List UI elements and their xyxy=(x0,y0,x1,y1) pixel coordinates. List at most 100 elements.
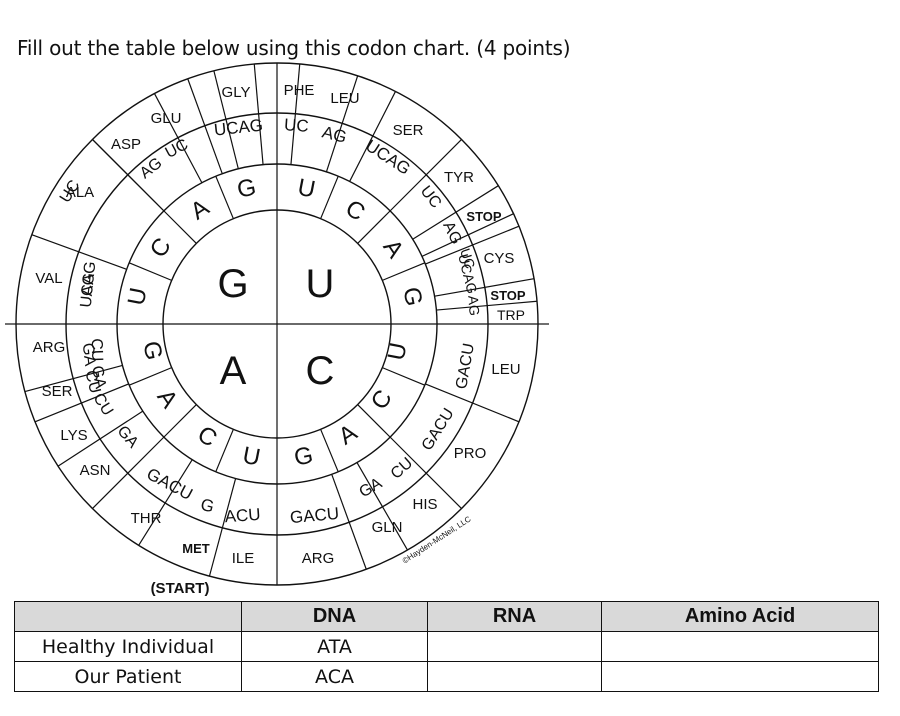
third-base-group: UCAG xyxy=(213,116,264,140)
third-base-group: GACU xyxy=(419,406,458,454)
second-base-label: G xyxy=(397,285,427,308)
dna-header: DNA xyxy=(241,601,428,632)
third-base-group: GA xyxy=(88,364,109,390)
first-base-label: G xyxy=(217,262,248,306)
amino-acid-label: GLN xyxy=(372,519,403,536)
amino-acid-label: MET xyxy=(182,541,210,556)
amino-acid-label: STOP xyxy=(490,288,525,303)
amino-acid-label: PHE xyxy=(284,82,315,99)
amino-acid-label: ASP xyxy=(111,136,141,153)
third-base-group: AG xyxy=(465,295,482,316)
header-label-cell xyxy=(14,601,242,632)
start-label: (START) xyxy=(151,580,210,597)
amino-ring xyxy=(65,112,489,536)
third-base-group: ACU xyxy=(224,505,261,526)
dna-cell: ACA xyxy=(241,661,428,692)
second-base-label: A xyxy=(186,194,214,225)
copyright-label: ©Hayden-McNeil, LLC xyxy=(401,514,473,565)
second-base-label: U xyxy=(240,442,262,472)
third-base-group: UC xyxy=(283,115,309,136)
row-label-patient: Our Patient xyxy=(14,661,242,692)
third-base-group: UC xyxy=(417,183,445,212)
dna-cell: ATA xyxy=(241,631,428,662)
second-base-divider xyxy=(128,367,172,386)
amino-acid-label: GLU xyxy=(151,110,182,127)
second-base-label: G xyxy=(137,339,167,362)
amino-acid-label: ARG xyxy=(33,339,66,356)
third-base-group: GACU xyxy=(453,342,478,390)
amino-acid-label: GLY xyxy=(222,84,251,101)
second-base-label: C xyxy=(145,233,177,262)
second-base-label: G xyxy=(292,442,315,472)
table-row: Healthy Individual ATA xyxy=(14,631,879,662)
amino-acid-label: SER xyxy=(393,122,424,139)
amino-acid-label: LYS xyxy=(60,427,87,444)
amino-acid-label: HIS xyxy=(412,496,437,513)
table-header-row: DNA RNA Amino Acid xyxy=(14,601,879,632)
amino-acid-label: LEU xyxy=(330,90,359,107)
outer-ring xyxy=(15,62,539,586)
third-base-group: UC xyxy=(457,246,478,270)
third-base-group: AG xyxy=(439,219,464,247)
third-base-group: CU xyxy=(88,338,106,362)
third-base-group: GACU xyxy=(289,504,340,527)
second-base-label: U xyxy=(295,174,317,204)
amino-acid-cell[interactable] xyxy=(601,661,879,692)
first-base-label: C xyxy=(306,349,335,393)
second-base-divider xyxy=(382,262,426,281)
second-base-label: U xyxy=(383,340,413,362)
second-base-label: C xyxy=(340,195,369,227)
rna-header: RNA xyxy=(427,601,602,632)
rna-cell[interactable] xyxy=(427,631,602,662)
second-base-divider xyxy=(320,429,339,473)
second-base-ring xyxy=(116,163,438,485)
amino-acid-cell[interactable] xyxy=(601,631,879,662)
third-base-group: GA xyxy=(356,475,385,501)
row-label-healthy: Healthy Individual xyxy=(14,631,242,662)
second-base-label: C xyxy=(192,421,221,453)
second-base-divider xyxy=(357,404,391,438)
second-base-divider xyxy=(215,175,234,219)
third-base-group: GA xyxy=(79,342,98,367)
second-base-label: A xyxy=(378,235,409,263)
table-row: Our Patient ACA xyxy=(14,661,879,692)
third-base-group: AG xyxy=(79,272,98,297)
amino-acid-label: ALA xyxy=(66,184,94,201)
amino-acid-label: LEU xyxy=(491,361,520,378)
second-base-label: G xyxy=(235,174,258,204)
second-base-divider xyxy=(382,367,426,386)
third-base-group: GACU xyxy=(143,464,195,504)
second-base-label: U xyxy=(123,285,153,307)
third-base-group: CU xyxy=(81,369,103,396)
amino-acid-label: ARG xyxy=(302,550,335,567)
first-base-label: U xyxy=(306,262,335,306)
second-base-divider xyxy=(128,262,172,281)
amino-acid-label: TRP xyxy=(497,307,525,323)
results-table: DNA RNA Amino Acid Healthy Individual AT… xyxy=(14,601,879,692)
amino-acid-label: ILE xyxy=(232,550,255,567)
instructions-text: Fill out the table below using this codo… xyxy=(17,36,571,60)
rna-cell[interactable] xyxy=(427,661,602,692)
amino-acid-label: ASN xyxy=(80,462,111,479)
amino-acid-label: TYR xyxy=(444,169,474,186)
second-base-label: A xyxy=(334,419,362,450)
third-base-group: G xyxy=(199,495,216,517)
first-base-label: A xyxy=(220,349,247,393)
third-base-group: AG xyxy=(137,155,166,183)
third-base-group: CU xyxy=(89,390,116,419)
second-base-label: A xyxy=(152,385,183,413)
second-base-divider xyxy=(163,404,197,438)
amino-acid-label: PRO xyxy=(454,445,487,462)
second-base-divider xyxy=(215,429,234,473)
second-base-divider xyxy=(320,175,339,219)
amino-acid-header: Amino Acid xyxy=(601,601,879,632)
amino-acid-label: THR xyxy=(131,510,162,527)
amino-acid-label: SER xyxy=(42,383,73,400)
third-base-group: UC xyxy=(163,136,191,162)
third-base-group: AG xyxy=(320,122,348,146)
third-base-group: UCAG xyxy=(78,261,100,309)
amino-acid-label: CYS xyxy=(484,250,515,267)
third-base-group: UCAG xyxy=(362,136,414,179)
second-base-divider xyxy=(163,210,197,244)
amino-acid-label: VAL xyxy=(35,270,62,287)
